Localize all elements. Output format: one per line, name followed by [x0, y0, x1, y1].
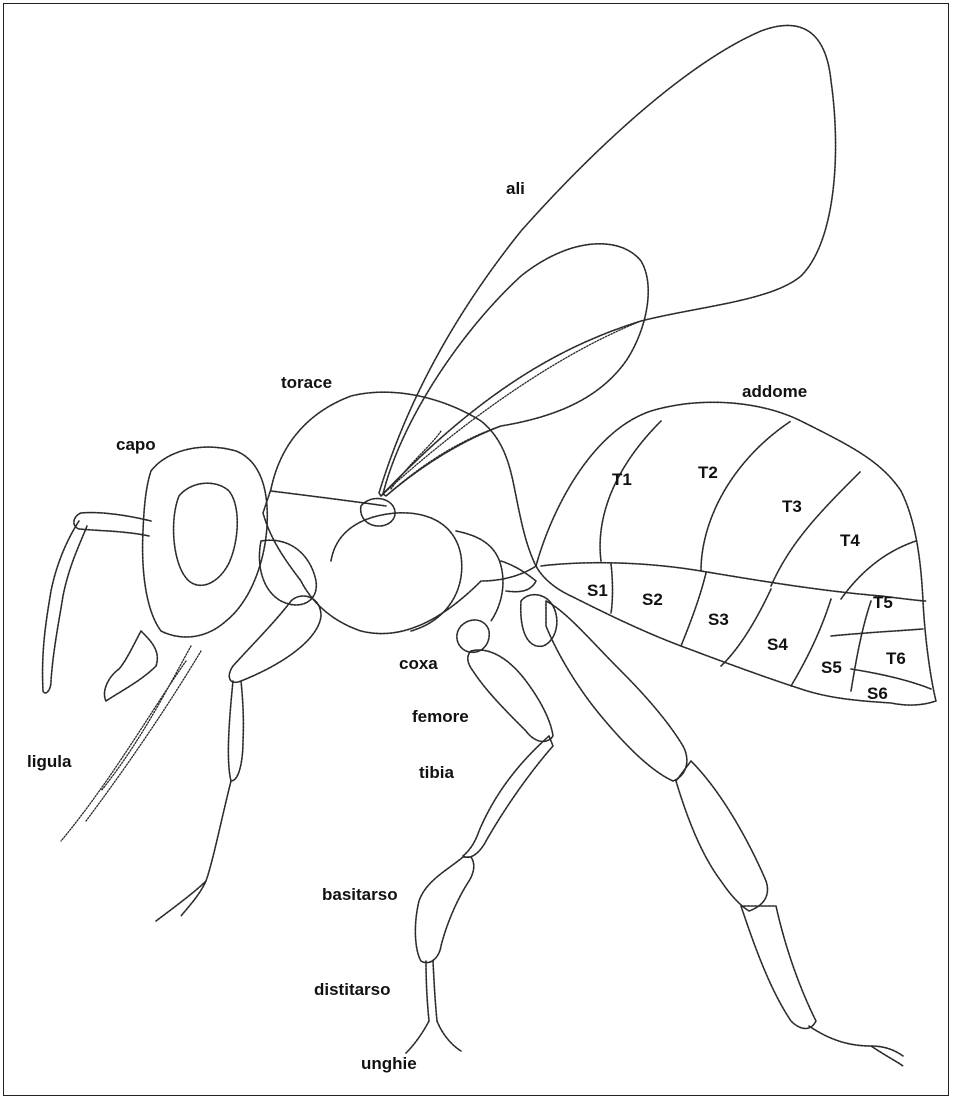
label-torace: torace — [281, 373, 332, 392]
abdomen — [536, 402, 936, 705]
sternite-line-5 — [851, 601, 871, 691]
label-T4: T4 — [840, 531, 860, 550]
forewing — [379, 25, 836, 496]
label-T1: T1 — [612, 470, 632, 489]
thorax-inner-line — [271, 491, 386, 506]
sternite-line-1 — [611, 564, 613, 613]
label-S4: S4 — [767, 635, 788, 654]
label-basitarso: basitarso — [322, 885, 398, 904]
antenna — [43, 513, 151, 693]
head-outline — [143, 447, 268, 637]
sternite-line-2 — [681, 573, 706, 646]
label-S3: S3 — [708, 610, 729, 629]
label-T2: T2 — [698, 463, 718, 482]
label-S5: S5 — [821, 658, 842, 677]
label-T3: T3 — [782, 497, 802, 516]
abdomen-outline — [536, 402, 936, 705]
petiole — [501, 561, 536, 592]
antenna-scape — [74, 513, 151, 536]
front-coxa — [259, 540, 316, 605]
label-ligula: ligula — [27, 752, 72, 771]
hind-basitarsus — [741, 906, 816, 1029]
tegula — [361, 499, 395, 527]
label-capo: capo — [116, 435, 156, 454]
head — [61, 447, 267, 841]
wings — [379, 25, 836, 496]
front-tarsus — [156, 781, 231, 921]
front-leg — [156, 540, 321, 921]
front-femur — [229, 596, 321, 682]
middle-tibia — [463, 736, 553, 857]
label-ali: ali — [506, 179, 525, 198]
propodeum — [456, 531, 503, 621]
ligula-lines — [61, 646, 201, 841]
hind-leg — [521, 595, 903, 1066]
label-femore: femore — [412, 707, 469, 726]
segment-line-S5-S6 — [851, 669, 931, 689]
label-S2: S2 — [642, 590, 663, 609]
label-T6: T6 — [886, 649, 906, 668]
compound-eye — [174, 483, 238, 585]
middle-distitarsus — [426, 961, 437, 1021]
hind-tarsus — [809, 1026, 903, 1066]
labels: ali torace addome capo ligula coxa femor… — [27, 179, 906, 1073]
hind-tibia — [676, 761, 767, 911]
tergite-line-3 — [771, 471, 861, 586]
label-distitarso: distitarso — [314, 980, 391, 999]
label-S1: S1 — [587, 581, 608, 600]
middle-claws — [406, 1021, 461, 1053]
front-tibia — [228, 681, 243, 781]
mandible — [104, 631, 157, 701]
label-S6: S6 — [867, 684, 888, 703]
antenna-flagellum — [43, 521, 87, 693]
insect-anatomy-drawing: ali torace addome capo ligula coxa femor… — [4, 4, 950, 1097]
label-coxa: coxa — [399, 654, 438, 673]
label-unghie: unghie — [361, 1054, 417, 1073]
label-addome: addome — [742, 382, 807, 401]
diagram-frame: ali torace addome capo ligula coxa femor… — [3, 3, 949, 1096]
middle-femur — [468, 650, 553, 741]
middle-leg — [406, 620, 553, 1053]
hind-femur — [546, 601, 687, 781]
middle-basitarsus — [415, 857, 473, 963]
segment-line-T5-T6 — [831, 629, 923, 636]
label-tibia: tibia — [419, 763, 454, 782]
tergite-line-2 — [701, 421, 791, 571]
tergite-line-1 — [600, 421, 661, 561]
label-T5: T5 — [873, 593, 893, 612]
hindwing — [383, 244, 648, 496]
middle-coxa — [457, 620, 489, 652]
mesothorax-dome — [331, 513, 462, 631]
